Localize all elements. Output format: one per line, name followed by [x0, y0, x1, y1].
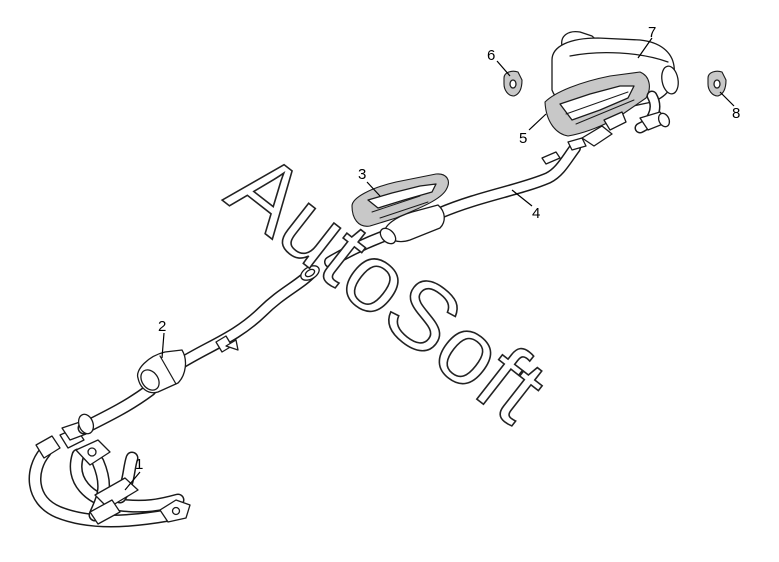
leader-lines [124, 37, 735, 491]
watermark-text: AutoSoft [209, 132, 565, 443]
part-7-rear-muffler [544, 30, 679, 147]
callout-labels: 1 2 3 4 5 6 7 8 [135, 24, 740, 473]
callout-7: 7 [648, 24, 656, 41]
callout-5: 5 [519, 130, 527, 147]
callout-4: 4 [532, 205, 540, 222]
part-1-front-pipe [28, 421, 191, 528]
part-6-hanger [503, 70, 523, 97]
callout-1: 1 [135, 456, 143, 473]
part-8-hanger [707, 70, 727, 97]
callout-2: 2 [158, 318, 166, 335]
callout-6: 6 [487, 47, 495, 64]
callout-8: 8 [732, 105, 740, 122]
part-3-heat-shield [351, 173, 449, 227]
part-2-center-pipe [77, 265, 320, 435]
callout-3: 3 [358, 166, 366, 183]
part-4-intermediate-pipe [324, 137, 587, 268]
